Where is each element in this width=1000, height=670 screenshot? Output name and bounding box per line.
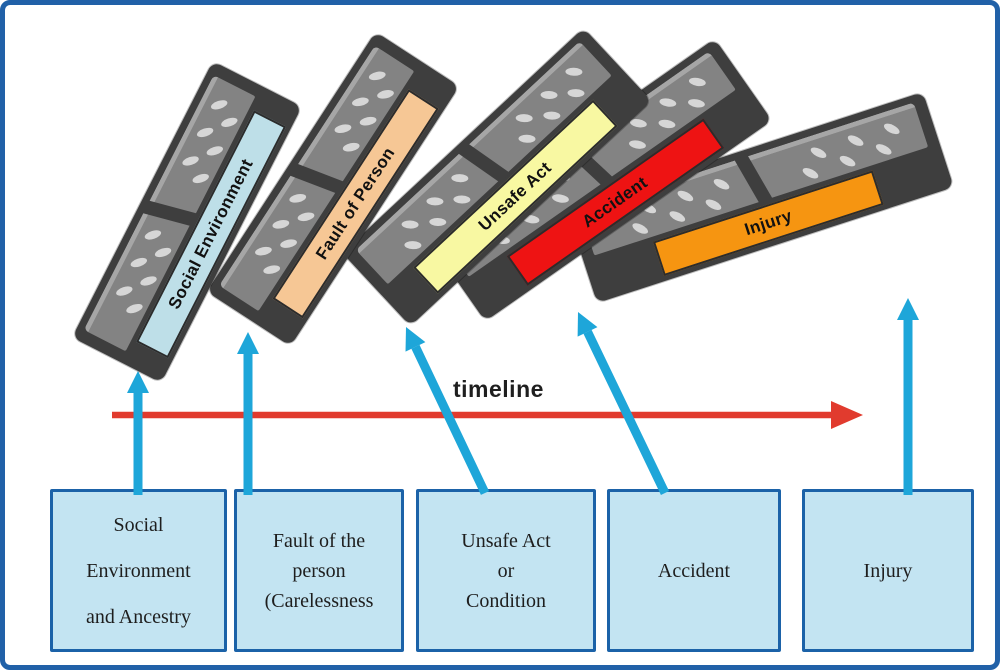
domino-pip	[358, 115, 378, 127]
domino-pip	[139, 274, 158, 288]
domino-pip	[351, 96, 370, 108]
domino-pip	[688, 76, 707, 88]
domino-pip	[551, 193, 570, 204]
domino-pip	[195, 126, 215, 140]
domino-label: Injury	[742, 205, 795, 239]
domino-pip	[567, 88, 585, 98]
timeline-arrow	[112, 401, 863, 429]
box-line: and Ancestry	[86, 605, 191, 628]
box-line: or	[497, 559, 515, 582]
domino-pip	[205, 144, 225, 158]
connector-arrow-4	[577, 312, 670, 495]
domino-pip	[129, 256, 149, 270]
connector-arrow-1	[127, 371, 149, 495]
box-line: Condition	[465, 589, 546, 612]
domino-pip	[333, 122, 353, 135]
domino-pip	[542, 111, 561, 120]
domino-pip	[628, 138, 647, 150]
domino-pip	[288, 192, 307, 204]
box-line: (Carelessness	[264, 589, 374, 612]
box-line: Environment	[86, 559, 191, 582]
box-line: Fault of the	[272, 529, 366, 552]
domino-pip	[712, 176, 732, 192]
domino-pip	[675, 188, 695, 203]
domino-pip	[209, 98, 229, 112]
box-line: Unsafe Act	[461, 529, 551, 552]
domino-pip	[368, 70, 387, 82]
domino-pip	[882, 120, 902, 136]
domino-pip	[401, 220, 419, 229]
domino-pip	[629, 117, 648, 129]
domino-pip	[191, 172, 210, 186]
stage-box-fault-of-the-person-carelessness: Fault of the person (Carelessness	[234, 489, 404, 652]
domino-pip	[518, 134, 536, 143]
domino-pip	[837, 153, 857, 168]
connector-arrow-5	[897, 298, 919, 495]
domino-pip	[341, 141, 361, 154]
domino-pip	[279, 237, 298, 250]
domino-pip	[404, 240, 422, 250]
connector-arrow-2	[237, 332, 259, 495]
domino-pip	[704, 196, 724, 212]
box-line: Injury	[863, 559, 913, 582]
domino-pip	[667, 208, 687, 224]
domino-pip	[426, 197, 444, 206]
domino-divider	[289, 163, 345, 194]
domino-pip	[564, 67, 583, 77]
domino-pip	[124, 302, 144, 316]
domino-pip	[262, 264, 281, 276]
domino-pip	[687, 97, 706, 109]
domino-pip	[846, 132, 865, 148]
stage-box-accident: Accident	[607, 489, 781, 652]
domino-pip	[540, 90, 558, 100]
domino-pip	[115, 284, 134, 298]
domino-pip	[254, 245, 273, 257]
connector-arrow-3	[405, 327, 490, 495]
box-line: person	[292, 559, 346, 582]
domino-pip	[453, 194, 471, 204]
box-line: Social	[113, 513, 164, 536]
box-line: Accident	[657, 559, 731, 582]
domino-pip	[630, 220, 650, 236]
domino-pip	[271, 218, 290, 231]
domino-pip	[515, 113, 534, 123]
domino-pip	[153, 246, 173, 260]
arrows-overlay	[112, 298, 919, 495]
domino-pip	[809, 144, 829, 160]
domino-pip	[659, 96, 678, 108]
domino-pip	[428, 217, 447, 227]
domino-pip	[375, 88, 395, 101]
domino-pip	[219, 116, 239, 130]
domino-pip	[658, 118, 677, 130]
domino-pip	[143, 228, 163, 242]
timeline-label: timeline	[453, 376, 544, 402]
domino-pip	[450, 174, 469, 183]
stage-box-injury: Injury	[802, 489, 974, 652]
domino-divider	[734, 154, 774, 204]
domino-divider	[142, 200, 198, 227]
domino-pip	[874, 141, 894, 157]
domino-pip	[181, 154, 200, 168]
domino-pip	[296, 211, 315, 223]
domino-pip	[801, 165, 820, 180]
